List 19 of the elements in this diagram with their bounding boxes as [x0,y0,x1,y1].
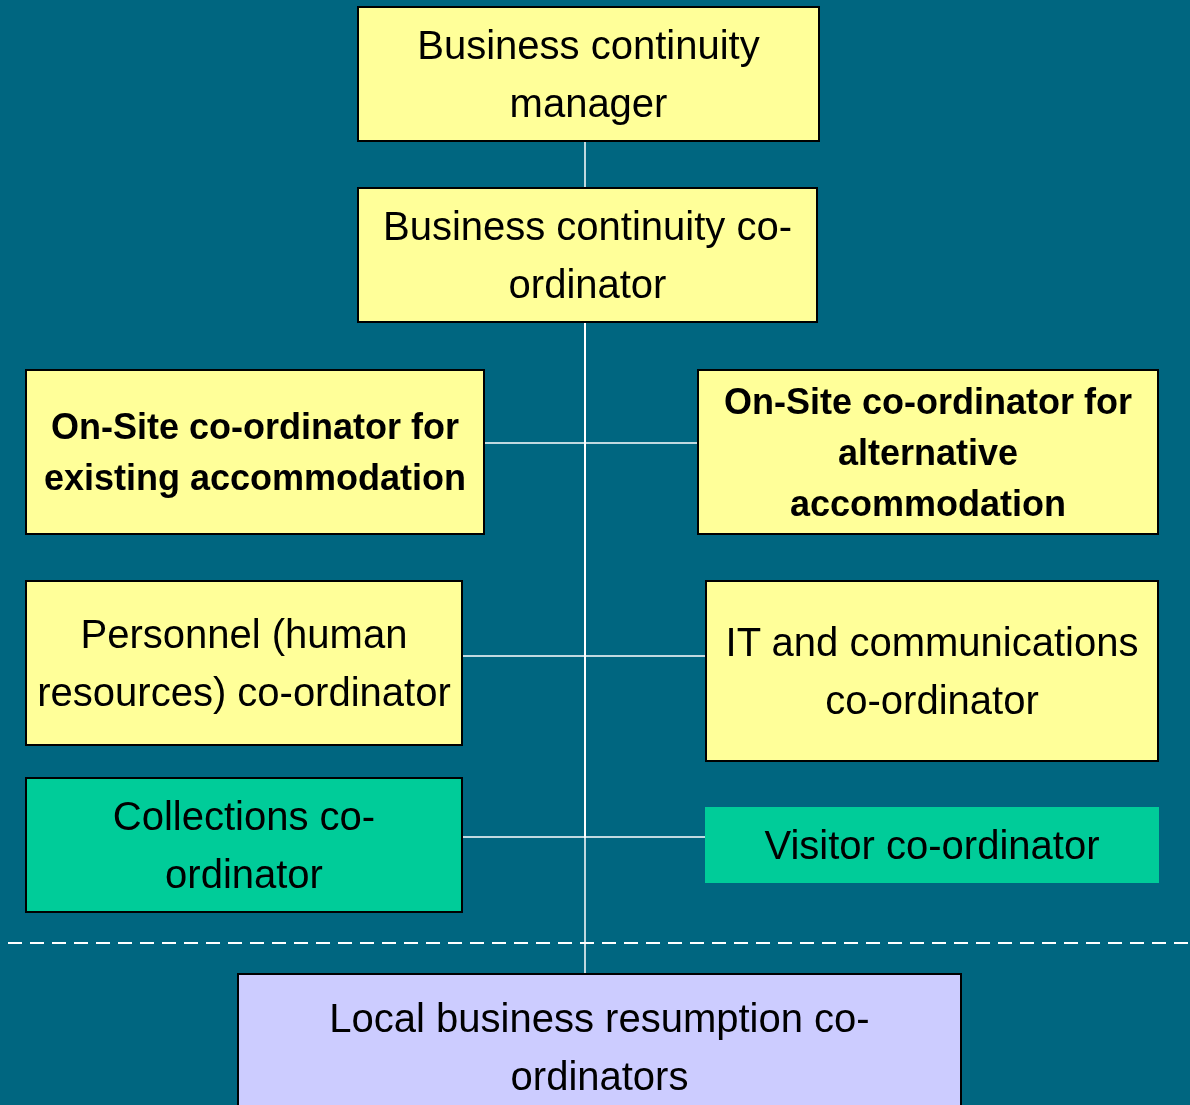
role-box [237,973,962,1105]
role-title: Visitor co-ordinator [764,822,1100,869]
role-box [25,580,463,746]
role-box [357,6,820,142]
role-title: Business continuity co-ordinator [381,203,794,308]
role-title: IT and communications co-ordinator [724,619,1140,724]
role-box [705,580,1159,762]
role-title: Collections co-ordinator [111,793,377,898]
role-box [705,807,1159,883]
role-box [357,187,818,323]
role-box [25,369,485,535]
role-title: Personnel (human resources) co-ordinator [36,611,452,716]
role-title: Business continuity manager [416,22,761,127]
connector-line [584,141,586,188]
role-box [697,369,1159,535]
role-title: Local business resumption co-ordinators [328,995,871,1100]
role-box [25,777,463,913]
role-title: On-Site co-ordinator for existing accommodation [42,405,468,500]
role-title: On-Site co-ordinator for alternative accommodation [723,379,1133,526]
